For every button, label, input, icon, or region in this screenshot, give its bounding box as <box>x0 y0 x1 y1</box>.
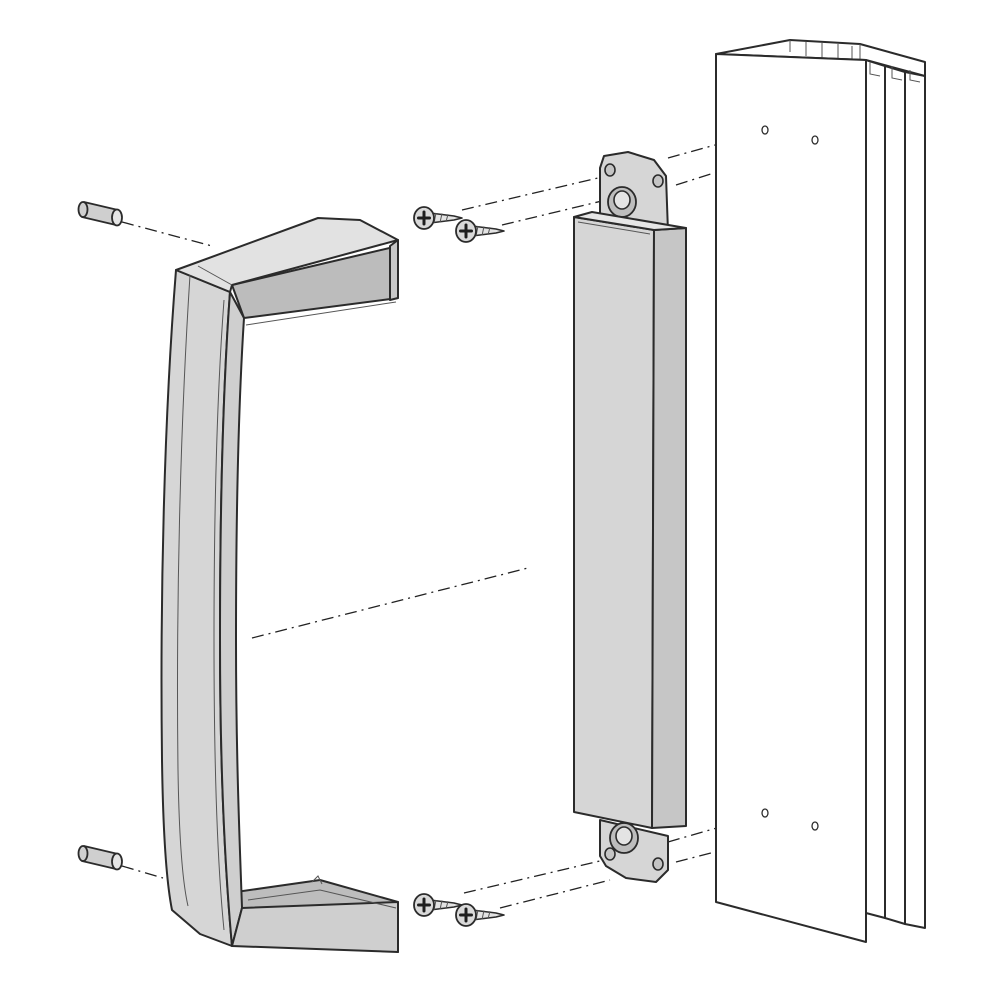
centerline-top-pin <box>121 221 213 247</box>
phillips-screw-icon <box>454 902 506 928</box>
centerline-top-screw-1 <box>461 177 599 211</box>
cylinder-pin-icon <box>77 845 123 871</box>
phillips-screw-icon <box>454 218 506 244</box>
centerline-bottom-screw-1 <box>463 859 605 894</box>
phillips-screw-icon <box>412 205 464 231</box>
pull-handle <box>160 217 399 953</box>
fixing-pin-top <box>77 201 123 227</box>
centerline-bottom-pin <box>121 865 164 879</box>
phillips-screw-icon <box>412 892 464 918</box>
screw-bottom-2 <box>454 902 506 928</box>
screw-top-1 <box>412 205 464 231</box>
centerline-bottom-screw-2 <box>499 879 611 909</box>
fixing-pin-bottom <box>77 845 123 871</box>
centerline-top-screw-2 <box>501 199 607 226</box>
mounting-base-plate <box>573 151 687 883</box>
screw-top-2 <box>454 218 506 244</box>
door-frame-profile <box>715 39 926 943</box>
screw-bottom-1 <box>412 892 464 918</box>
centerline-handle-body <box>251 567 529 639</box>
cylinder-pin-icon <box>77 201 123 227</box>
